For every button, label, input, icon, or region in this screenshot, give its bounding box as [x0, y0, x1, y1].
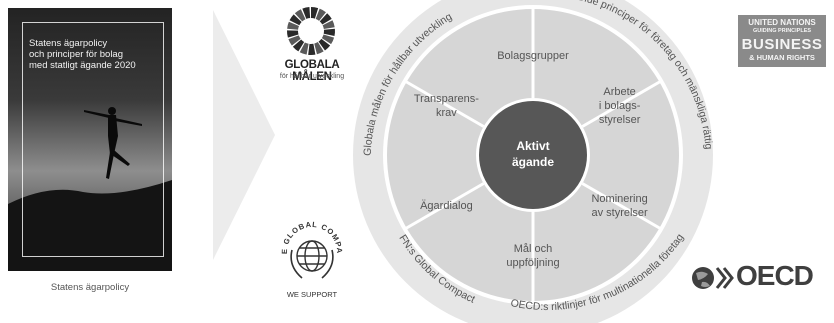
segment-label-1-line-0: Arbete: [603, 86, 635, 98]
we-support-label: WE SUPPORT: [286, 290, 338, 299]
sdg-wheel-segment: [314, 42, 324, 55]
segment-divider: [404, 182, 485, 230]
segment-divider: [581, 80, 662, 128]
oecd-name: OECD: [736, 260, 814, 291]
globe-icon: [296, 240, 328, 272]
sdg-wheel-segment: [308, 43, 316, 55]
center-label-line-2: ägande: [512, 155, 554, 169]
laurel-icon: [290, 249, 334, 279]
sdg-wheel-segment: [292, 39, 305, 52]
chevron-arrow-icon: [213, 10, 275, 260]
globala-malen-subtitle: för hållbar utveckling: [279, 73, 345, 80]
sdg-wheel-segment: [302, 7, 311, 19]
cover-photo: [8, 107, 172, 271]
sdg-wheel-segment: [299, 42, 309, 55]
segment-label-3-line-1: uppföljning: [506, 257, 559, 269]
globala-malen-name: GLOBALA MÅLEN: [284, 59, 340, 83]
un-guiding-principles-logo: UNITED NATIONS GUIDING PRINCIPLES BUSINE…: [738, 15, 826, 67]
segment-label-0-line-0: Bolagsgrupper: [497, 50, 569, 62]
sdg-wheel-segment: [319, 13, 332, 25]
sdg-wheel-segment: [294, 9, 306, 22]
sdg-wheel-segment: [315, 8, 326, 21]
un-logo-line-3: BUSINESS: [741, 36, 823, 53]
segment-label-1-line-2: styrelser: [599, 114, 641, 126]
un-logo-line-2: GUIDING PRINCIPLES: [752, 28, 812, 34]
un-logo-line-4: & HUMAN RIGHTS: [749, 53, 815, 62]
segment-divider: [404, 80, 485, 128]
sdg-wheel-segment: [323, 28, 335, 37]
cover-title: Statens ägarpolicy och principer för bol…: [29, 38, 136, 71]
sdg-wheel-segment: [318, 38, 331, 51]
cover-caption: Statens ägarpolicy: [50, 282, 130, 293]
sdg-wheel-icon: [287, 7, 335, 55]
segment-label-1-line-1: i bolags-: [599, 100, 641, 112]
sdg-wheel-segment: [287, 30, 299, 38]
global-compact-logo: THE GLOBAL COMPACT: [278, 216, 343, 279]
cover-frame: [22, 22, 164, 257]
sdg-wheel-segment: [321, 34, 335, 45]
sdg-wheel-segment: [287, 21, 300, 30]
segment-dividers: [404, 8, 662, 302]
segment-label-2-line-0: Nominering: [591, 193, 647, 205]
sdg-wheel-segment: [322, 20, 335, 29]
segment-label-4-line-0: Ägardialog: [420, 200, 473, 212]
report-cover: Statens ägarpolicy och principer för bol…: [8, 8, 172, 271]
segment-label-5-line-0: Transparens-: [414, 93, 479, 105]
center-label-line-1: Aktivt: [516, 139, 549, 153]
sdg-wheel-segment: [289, 14, 302, 26]
segment-label-2-line-1: av styrelser: [591, 207, 648, 219]
segment-divider: [581, 182, 662, 230]
segment-label-3-line-0: Mål och: [514, 243, 553, 255]
un-logo-line-1: UNITED NATIONS: [748, 18, 816, 27]
center-disk: [479, 101, 587, 209]
segment-label-5-line-1: krav: [436, 107, 457, 119]
sdg-wheel-segment: [311, 7, 319, 19]
sdg-wheel-segment: [288, 35, 301, 46]
oecd-globe-icon: [692, 267, 734, 289]
